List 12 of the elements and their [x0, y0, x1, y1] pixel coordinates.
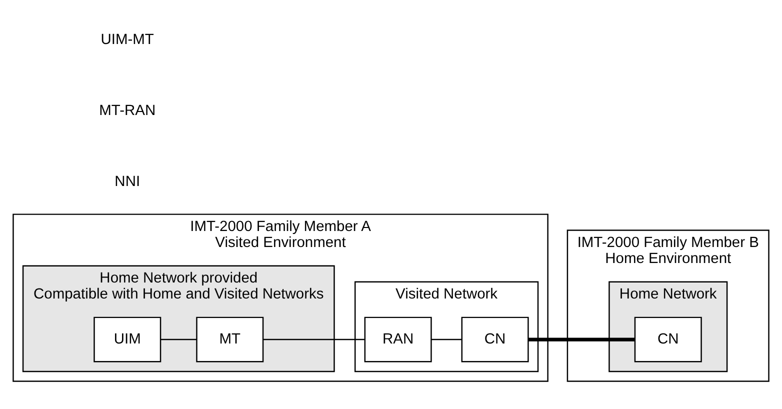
node-box: UIM: [94, 316, 162, 362]
node-box: CN: [461, 316, 529, 362]
connector: [528, 338, 635, 342]
label: NNI: [114, 174, 140, 190]
connector: [431, 338, 462, 340]
node-box: CN: [634, 316, 702, 362]
connector: [160, 338, 196, 340]
connector: [263, 338, 364, 340]
node-box: MT: [196, 316, 264, 362]
node-box: RAN: [364, 316, 432, 362]
label: MT-RAN: [99, 103, 156, 120]
label: UIM-MT: [100, 32, 154, 48]
